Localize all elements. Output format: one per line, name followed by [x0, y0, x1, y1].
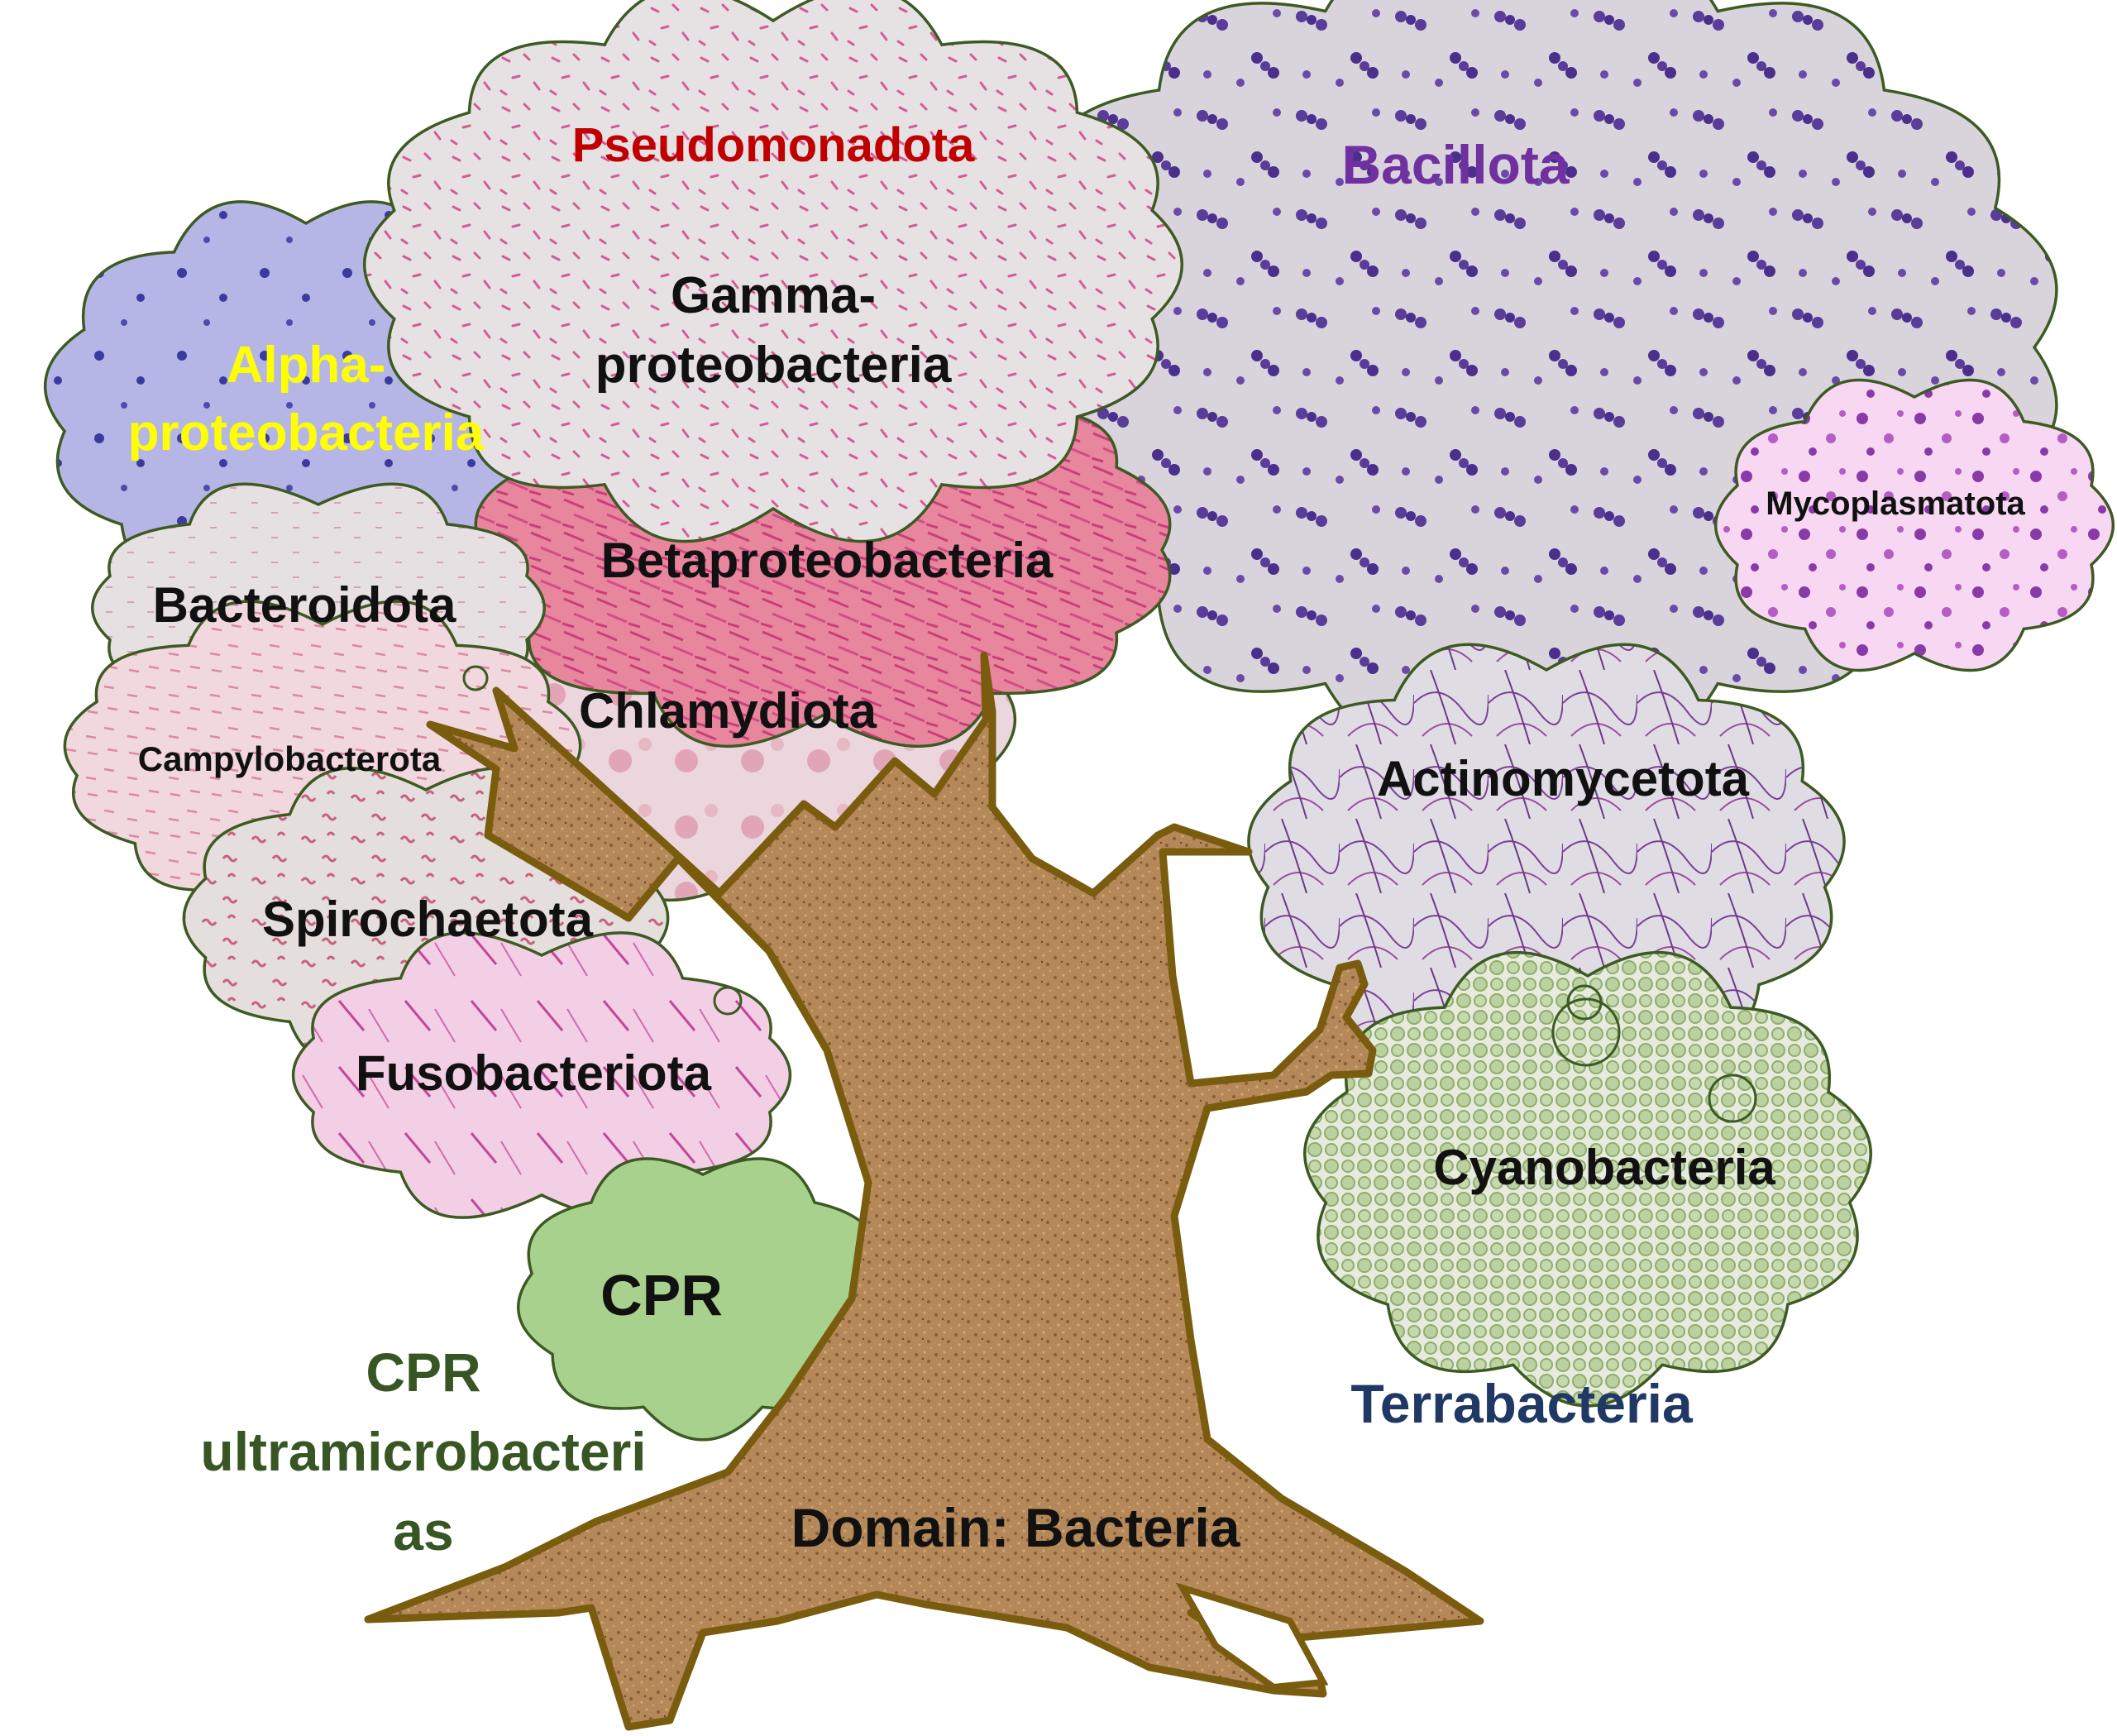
- cyanobacteria-label: Cyanobacteria: [1433, 1140, 1775, 1195]
- pseudomonadota-cloud: [362, 0, 1184, 543]
- tree-trunk: [364, 651, 1484, 1731]
- cpr-label: CPR: [600, 1263, 723, 1327]
- fusobacteriota-label: Fusobacteriota: [356, 1045, 712, 1101]
- bacteroidota-label: Bacteroidota: [153, 577, 456, 633]
- gamma-proteobacteria-label: Gamma-proteobacteria: [595, 267, 952, 394]
- mycoplasmatota-cloud: [1713, 378, 2115, 672]
- bacteroid-bubble: [462, 665, 489, 691]
- betaproteobacteria-label: Betaproteobacteria: [601, 533, 1054, 588]
- fuso-bubble: [713, 986, 743, 1016]
- terrabacteria-label: Terrabacteria: [1350, 1373, 1694, 1434]
- cloud-layer: [44, 0, 2115, 1442]
- fusobacteriota-cloud: [292, 931, 791, 1219]
- actino-bubble-small: [1566, 984, 1603, 1021]
- actino-bubble-large: [1551, 997, 1621, 1067]
- actinomycetota-label: Actinomycetota: [1377, 751, 1750, 806]
- mycoplasmatota-label: Mycoplasmatota: [1766, 485, 2025, 522]
- trunk-hole: [1175, 1582, 1329, 1691]
- pseudomonadota-label: Pseudomonadota: [572, 118, 975, 172]
- label-layer: Pseudomonadota BacillotaGamma-proteobacte…: [128, 118, 2026, 1561]
- alpha-proteobacteria-label: Alpha-proteobacteria: [128, 337, 485, 461]
- domain-bacteria-label: Domain: Bacteria: [791, 1497, 1241, 1558]
- bacillota-label: Bacillota: [1341, 134, 1570, 195]
- campylobacterota-label: Campylobacterota: [138, 739, 442, 778]
- spirochaetota-label: Spirochaetota: [262, 892, 594, 947]
- cyano-bubble: [1708, 1074, 1757, 1123]
- chlamydiota-label: Chlamydiota: [579, 683, 877, 739]
